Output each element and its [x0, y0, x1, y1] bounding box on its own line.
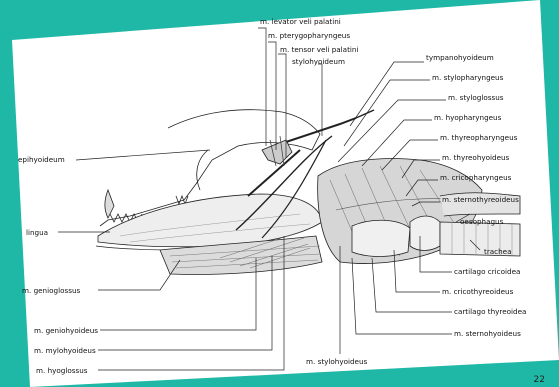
- label-sternohyoideus: m. sternohyoideus: [454, 329, 521, 338]
- label-thyreopharyngeus: m. thyreopharyngeus: [440, 133, 518, 142]
- label-genioglossus: m. genioglossus: [22, 286, 81, 295]
- label-lingua: lingua: [26, 228, 48, 237]
- label-cricothyreoideus: m. cricothyreoideus: [442, 287, 514, 296]
- label-thyreohyoideus: m. thyreohyoideus: [442, 153, 510, 162]
- label-mylohyoideus: m. mylohyoideus: [34, 346, 96, 355]
- page-number: 22: [534, 375, 545, 385]
- label-stylohyoideum: stylohyoideum: [292, 57, 345, 66]
- label-tensor-veli-palatini: m. tensor veli palatini: [280, 45, 358, 54]
- label-hyopharyngeus: m. hyopharyngeus: [434, 113, 502, 122]
- label-geniohyoideus: m. geniohyoideus: [34, 326, 98, 335]
- thyroid-cartilage: [352, 220, 410, 256]
- label-trachea: trachea: [484, 247, 512, 256]
- label-levator-veli-palatini: m. levator veli palatini: [260, 17, 341, 26]
- label-pterygopharyngeus: m. pterygopharyngeus: [268, 31, 350, 40]
- label-stylohyoideus: m. stylohyoideus: [306, 357, 368, 366]
- cricoid-cartilage: [410, 216, 440, 251]
- label-styloglossus: m. styloglossus: [448, 93, 504, 102]
- label-hyoglossus: m. hyoglossus: [36, 366, 88, 375]
- label-stylopharyngeus: m. stylopharyngeus: [432, 73, 504, 82]
- label-cartilago-thyreoidea: cartilago thyreoidea: [454, 307, 526, 316]
- label-sternothyreoideus: m. sternothyreoideus: [442, 195, 519, 204]
- label-tympanohyoideum: tympanohyoideum: [426, 53, 494, 62]
- label-oesophagus: oesophagus: [460, 217, 504, 226]
- label-epihyoideum: epihyoideum: [18, 155, 65, 164]
- label-cartilago-cricoidea: cartilago cricoidea: [454, 267, 520, 276]
- label-cricopharyngeus: m. cricopharyngeus: [440, 173, 512, 182]
